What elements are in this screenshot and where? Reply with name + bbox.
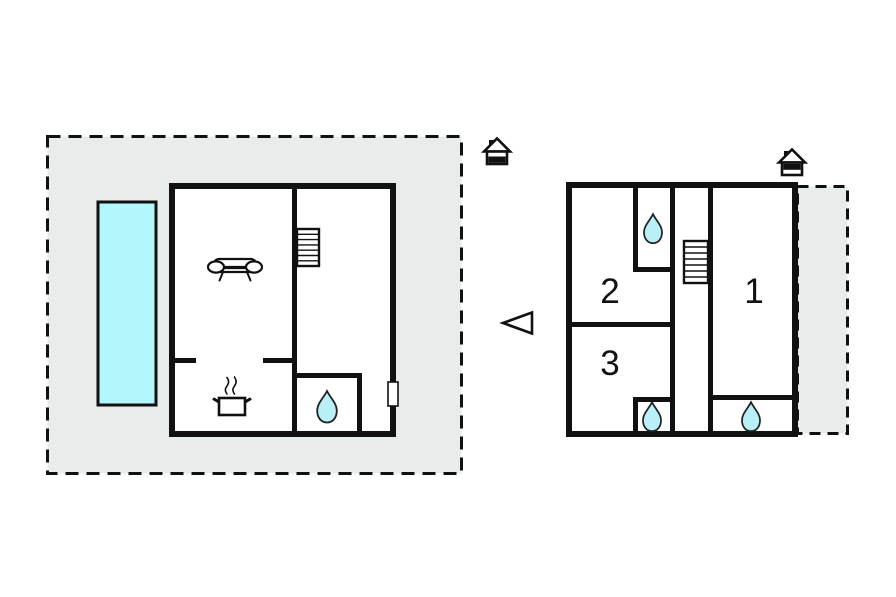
staircase-ground [295, 227, 321, 268]
water-drop-icon [643, 212, 663, 245]
direction-arrow-west [499, 310, 534, 336]
bathroom-wall-bottom-left [633, 397, 675, 431]
terrace-area [796, 185, 849, 435]
stove-pot-icon [212, 376, 252, 417]
room-3-label: 3 [600, 344, 619, 383]
kitchen-wall [175, 358, 292, 363]
corridor-wall-left [670, 188, 675, 431]
water-drop-icon [642, 400, 662, 433]
house-upper-floor-icon [775, 147, 809, 177]
ground-floor-plan [46, 135, 514, 475]
sofa-icon [206, 257, 264, 282]
bathroom-wall-bottom-right [708, 395, 792, 400]
room-1-label: 1 [744, 272, 763, 311]
interior-wall-vertical [292, 189, 297, 431]
water-drop-icon [741, 400, 761, 433]
upper-floor-plan: 1 2 3 [566, 147, 849, 437]
water-drop-icon [316, 388, 338, 424]
corridor-wall-right [708, 188, 713, 431]
room-divider-wall [572, 322, 675, 327]
house-ground-floor-icon [480, 136, 514, 166]
room-2-label: 2 [600, 272, 619, 311]
staircase-upper [682, 239, 710, 285]
upper-floor-building-outline [566, 182, 798, 437]
bathroom-wall-ground [292, 373, 362, 431]
door-marker [387, 381, 399, 407]
swimming-pool [96, 200, 158, 407]
bathroom-wall-top [633, 188, 675, 272]
ground-floor-building-outline [169, 183, 396, 437]
